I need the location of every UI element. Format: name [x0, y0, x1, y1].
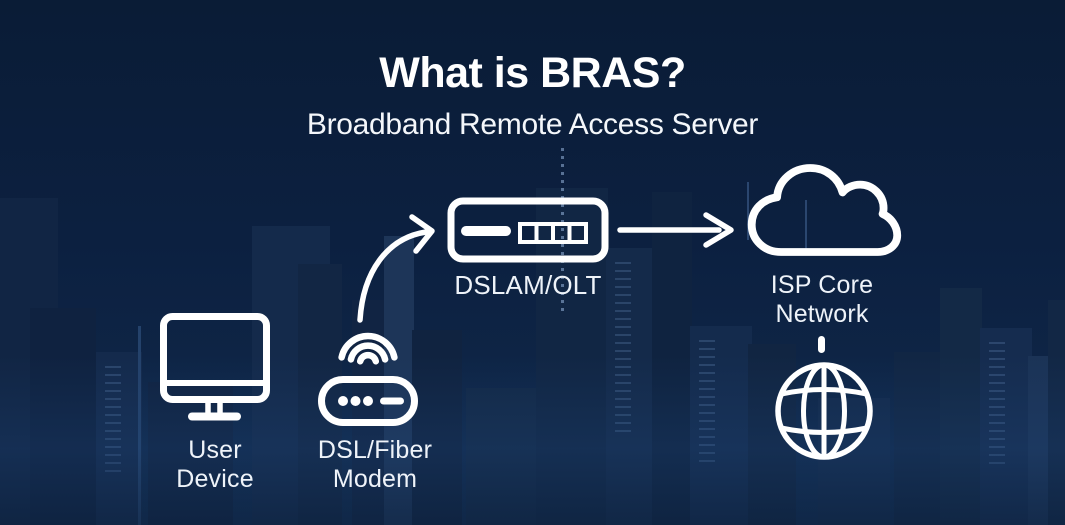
- antenna-silhouette: [747, 182, 749, 240]
- dslam-olt-label: DSLAM/OLT: [447, 271, 609, 300]
- label-line: DSL/Fiber: [317, 436, 433, 464]
- label-line: Modem: [332, 465, 418, 493]
- modem-icon: [318, 376, 418, 426]
- wifi-waves-icon: [338, 332, 398, 365]
- user-device-label: User Device: [135, 436, 295, 494]
- label-line: User: [188, 436, 242, 464]
- globe-icon: [775, 362, 873, 460]
- isp-core-network-label: ISP Core Network: [737, 271, 907, 329]
- header: What is BRAS? Broadband Remote Access Se…: [0, 49, 1065, 142]
- access-node-icon: [447, 197, 609, 263]
- page-title: What is BRAS?: [379, 49, 686, 97]
- dslam-to-isp-arrow: [617, 212, 734, 248]
- modem-to-dslam-arrow: [357, 214, 435, 323]
- label-line: ISP Core: [770, 271, 874, 299]
- dsl-fiber-modem-label: DSL/Fiber Modem: [295, 436, 455, 494]
- label-line: Device: [176, 465, 254, 493]
- antenna-silhouette: [805, 200, 807, 252]
- desktop-monitor-icon: [160, 313, 270, 421]
- cloud-icon: [747, 164, 902, 256]
- dotted-antenna-silhouette: [561, 148, 564, 312]
- isp-to-globe-dash: [818, 336, 825, 353]
- label-line: Network: [775, 300, 869, 328]
- page-subtitle: Broadband Remote Access Server: [306, 108, 759, 141]
- label-line: DSLAM/OLT: [454, 270, 602, 300]
